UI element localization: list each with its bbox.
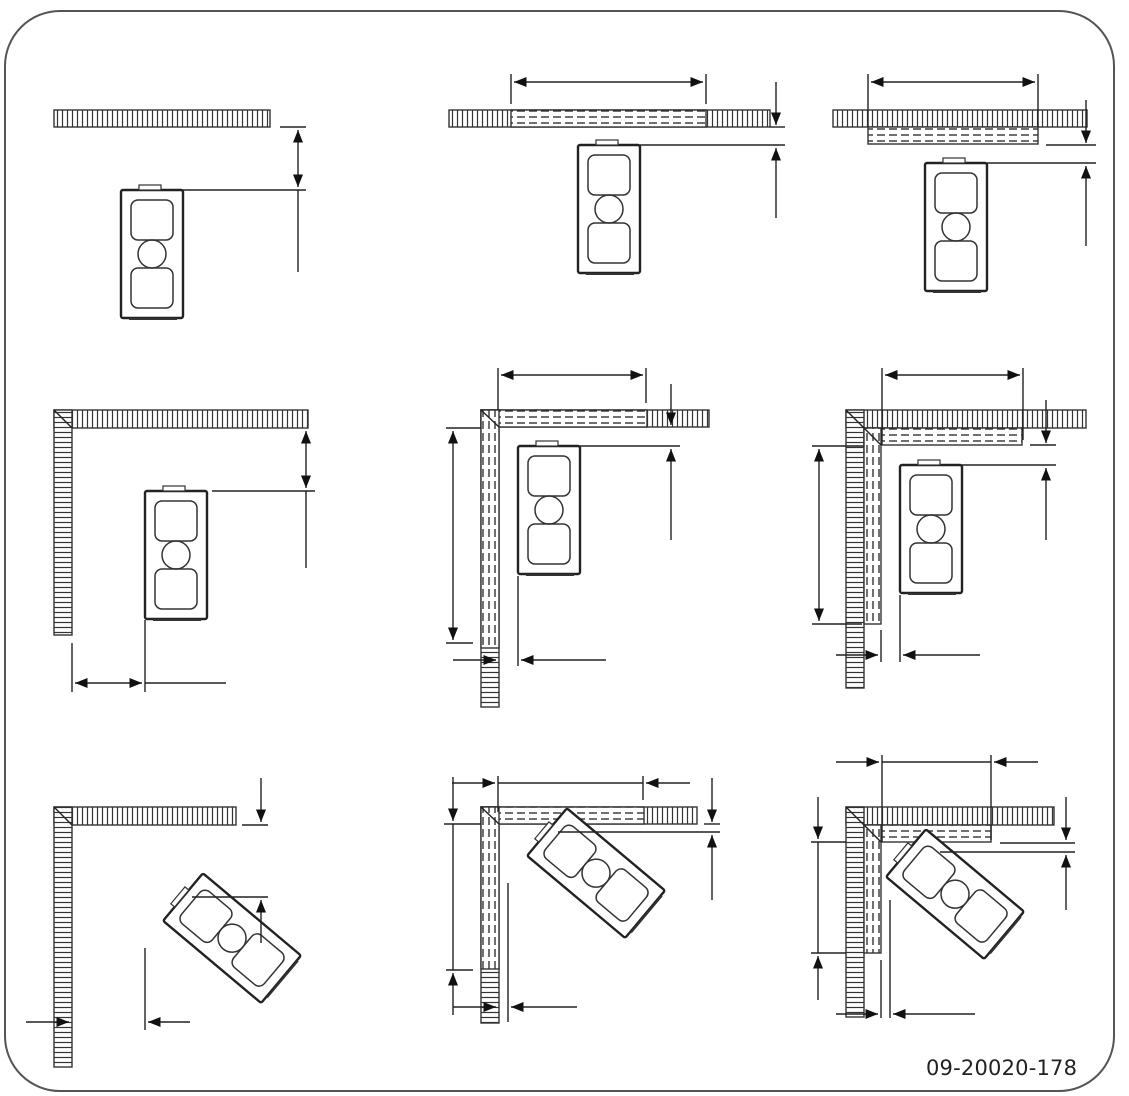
panel-diag-shield: [444, 776, 720, 1024]
panel-corner-shield: [446, 368, 710, 708]
drawing-code: 09-20020-178: [926, 1056, 1078, 1080]
panel-wall-plain: [53, 109, 306, 321]
drawing-frame: [4, 10, 1115, 1092]
panel-diag-plain: [26, 778, 303, 1068]
panel-corner-plain: [53, 409, 315, 692]
panel-wall-shield-offset: [832, 74, 1096, 294]
panel-corner-shield-offset: [812, 368, 1087, 689]
panel-diag-shield-offset: [811, 755, 1075, 1020]
panel-wall-shield-full: [448, 74, 785, 276]
